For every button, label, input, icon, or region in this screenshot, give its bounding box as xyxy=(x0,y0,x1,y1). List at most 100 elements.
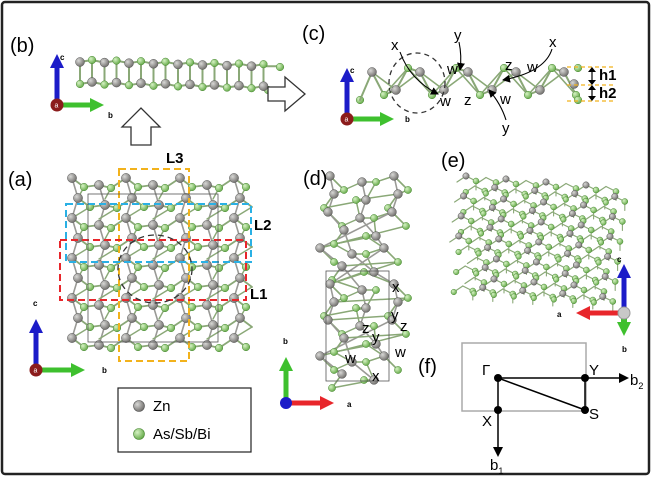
as-atom xyxy=(516,254,522,260)
as-atom xyxy=(360,376,367,383)
zn-atom xyxy=(380,352,389,361)
zn-atom xyxy=(538,219,544,225)
zn-atom xyxy=(121,213,130,222)
zn-atom xyxy=(394,190,403,199)
as-atom xyxy=(107,184,115,192)
zn-atom xyxy=(394,298,403,307)
zn-atom xyxy=(94,300,103,309)
as-atom xyxy=(518,234,524,240)
as-atom xyxy=(360,268,367,275)
as-atom xyxy=(563,197,569,203)
as-atom xyxy=(601,220,607,226)
legend-zn-icon xyxy=(134,401,145,412)
as-atom xyxy=(524,91,532,99)
zn-atom xyxy=(67,293,76,302)
zn-atom xyxy=(202,220,211,229)
as-atom xyxy=(161,224,169,232)
as-atom xyxy=(215,224,223,232)
as-atom xyxy=(107,344,115,352)
as-atom xyxy=(553,277,559,283)
zn-atom xyxy=(73,233,82,242)
as-atom xyxy=(161,264,169,272)
zn-atom xyxy=(578,222,584,228)
as-atom xyxy=(402,222,409,229)
as-atom xyxy=(167,284,175,292)
zn-atom xyxy=(460,193,466,199)
as-atom xyxy=(553,184,559,190)
zn-atom xyxy=(121,293,130,302)
as-atom xyxy=(478,231,484,237)
as-atom xyxy=(551,297,557,303)
as-atom xyxy=(372,286,379,293)
as-atom xyxy=(619,219,625,225)
zn-atom xyxy=(482,264,488,270)
zn-atom xyxy=(522,267,528,273)
zn-atom xyxy=(484,244,490,250)
as-atom xyxy=(543,264,549,270)
zn-atom xyxy=(208,280,217,289)
bond xyxy=(465,278,474,284)
zn-atom xyxy=(362,196,371,205)
as-atom xyxy=(583,267,589,273)
zn-atom xyxy=(529,207,535,213)
as-atom xyxy=(506,241,512,247)
zn-atom xyxy=(127,313,136,322)
zn-atom xyxy=(100,280,109,289)
zn-atom xyxy=(607,233,613,239)
as-atom xyxy=(501,281,507,287)
as-atom xyxy=(221,324,229,332)
as-atom xyxy=(125,81,133,89)
zn-atom xyxy=(175,333,184,342)
as-atom xyxy=(610,299,616,305)
zn-atom xyxy=(520,287,526,293)
bond-label-d-w1: w xyxy=(344,350,356,367)
as-atom xyxy=(523,194,529,200)
zn-atom xyxy=(380,244,389,253)
zn-atom xyxy=(127,273,136,282)
as-atom xyxy=(223,84,231,92)
as-atom xyxy=(503,261,509,267)
zn-atom xyxy=(503,176,509,182)
as-atom xyxy=(548,64,556,72)
as-atom xyxy=(167,244,175,252)
zn-atom xyxy=(536,239,542,245)
bz-point-s xyxy=(581,406,589,414)
axis-label-d-b: b xyxy=(283,337,288,346)
zn-atom xyxy=(148,220,157,229)
as-atom xyxy=(215,344,223,352)
as-atom xyxy=(456,249,462,255)
bz-point-x xyxy=(494,406,502,414)
panel-label-c: (c) xyxy=(302,23,325,45)
zn-atom xyxy=(175,173,184,182)
as-atom xyxy=(491,292,497,298)
bond-label-d-w2: w xyxy=(394,344,406,361)
as-atom xyxy=(404,294,411,301)
bz-label-gamma: Γ xyxy=(482,362,490,379)
svg-text:a: a xyxy=(34,368,38,375)
zn-atom xyxy=(348,250,357,259)
zn-atom xyxy=(491,276,497,282)
bond-label-d-y1: y xyxy=(391,307,399,324)
as-atom xyxy=(394,366,401,373)
axis-label-e-c: c xyxy=(617,255,622,264)
zn-atom xyxy=(229,213,238,222)
as-atom xyxy=(86,283,94,291)
zn-atom xyxy=(524,247,530,253)
zn-atom xyxy=(338,262,347,271)
as-atom xyxy=(471,198,477,204)
bond-label-c-x2: x xyxy=(549,34,557,51)
bond-label-c-w1: w xyxy=(446,61,458,78)
zn-atom xyxy=(235,81,244,90)
zn-atom xyxy=(527,227,533,233)
as-atom xyxy=(330,348,337,355)
as-atom xyxy=(211,59,219,67)
as-atom xyxy=(150,82,158,90)
zn-atom xyxy=(202,180,211,189)
zn-atom xyxy=(570,80,579,89)
zn-atom xyxy=(370,268,379,277)
zn-atom xyxy=(356,214,365,223)
zn-atom xyxy=(94,220,103,229)
bz-point-y xyxy=(581,374,589,382)
highlight-circle-c xyxy=(389,53,445,113)
zn-atom xyxy=(229,333,238,342)
